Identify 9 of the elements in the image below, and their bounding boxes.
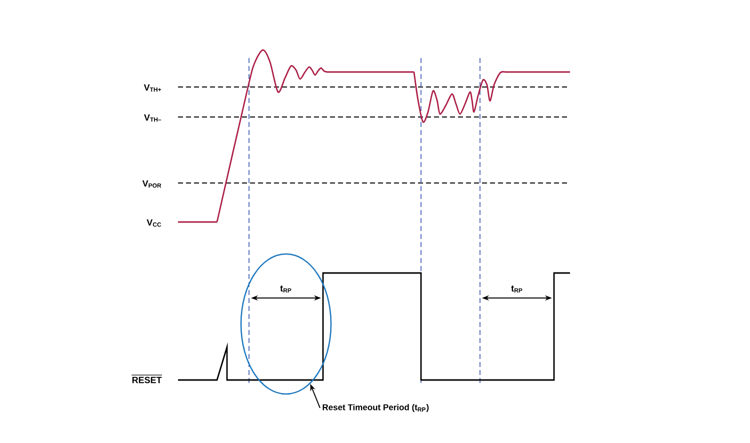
dimension-label: t$_{RP}$ (511, 286, 522, 292)
signal-label: RESET (131, 374, 162, 384)
dimension-label: t$_{RP}$ (280, 286, 292, 292)
signal-label: V$_{POR}$ (142, 180, 162, 188)
highlight-ellipse (240, 253, 332, 395)
signal-label: V$_{TH+}$ (144, 84, 162, 92)
signal-label: V$_{CC}$ (146, 219, 162, 227)
callout-text: Reset Timeout Period (t$_{RP}$) (322, 404, 429, 412)
signal-label: V$_{TH–}$ (144, 114, 162, 122)
